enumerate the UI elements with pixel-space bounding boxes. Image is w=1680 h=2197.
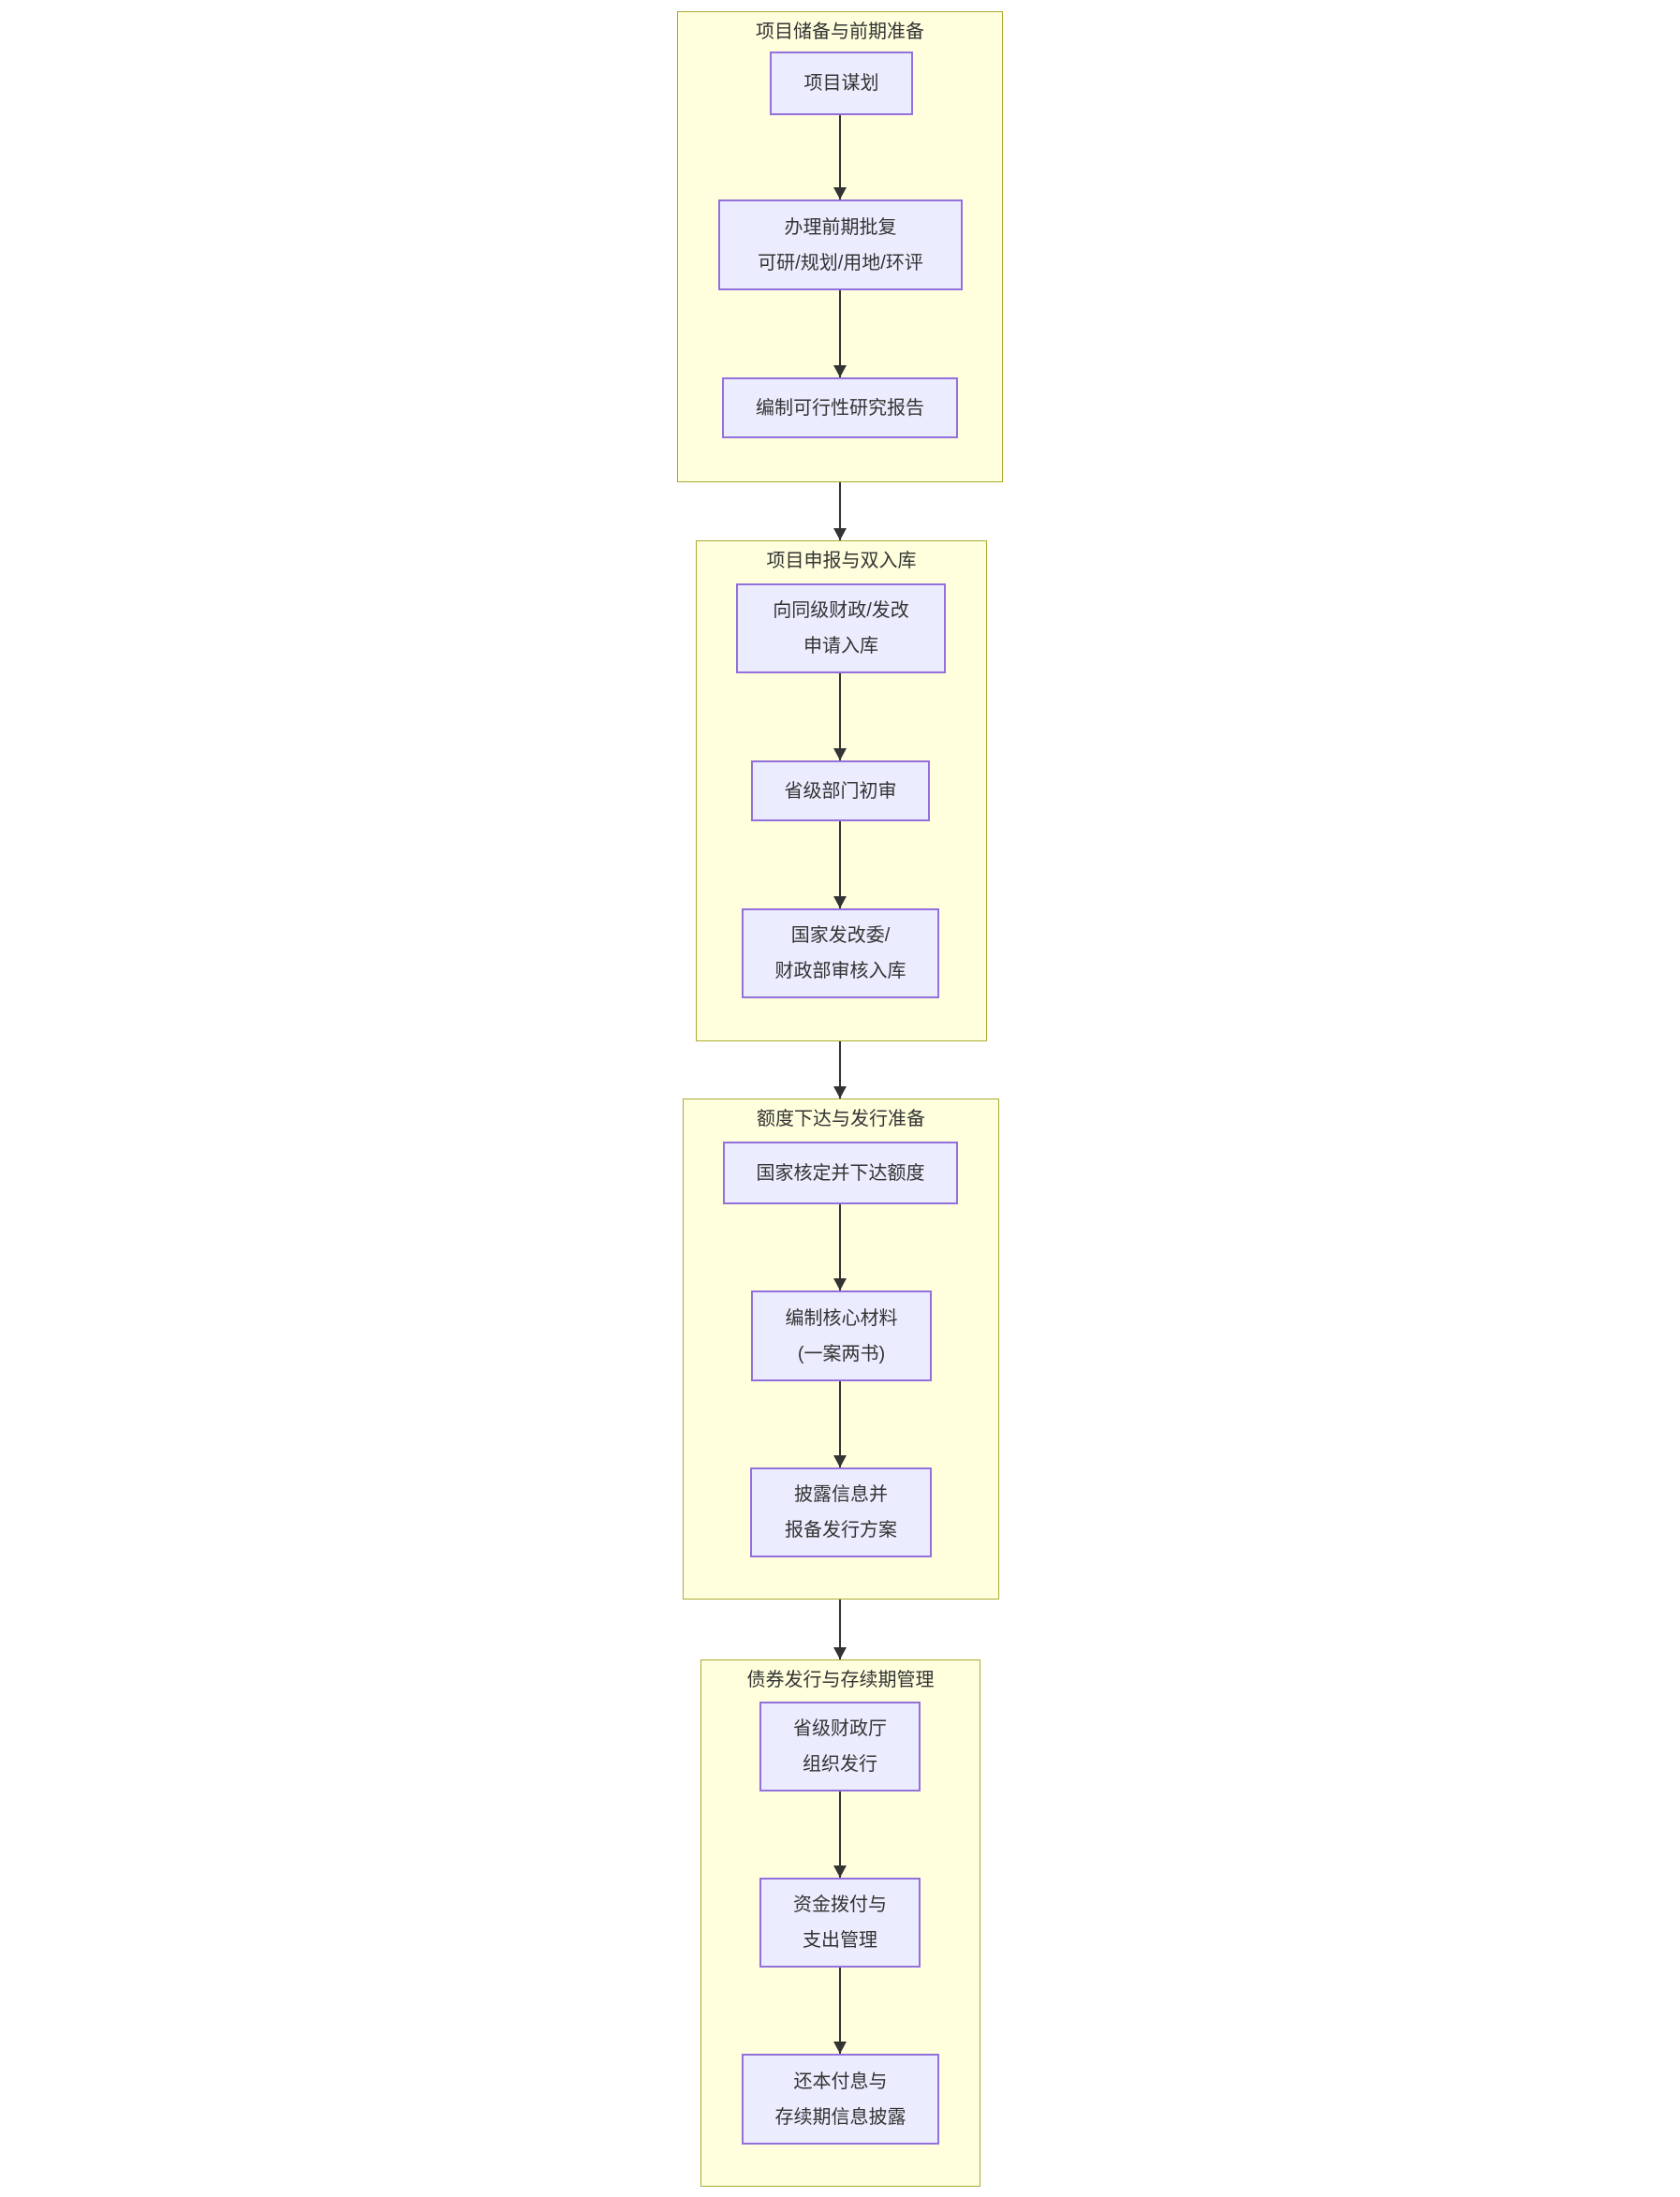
node-label-line: 项目谋划 [803, 73, 879, 94]
node-label-line: 申请入库 [803, 636, 878, 656]
flow-node-national-review: 国家发改委/ 财政部审核入库 [742, 908, 939, 998]
node-label-line: 财政部审核入库 [774, 961, 906, 981]
arrow-connector [833, 290, 847, 377]
node-label-line: 国家发改委/ [790, 925, 891, 946]
flow-node-provincial-review: 省级部门初审 [751, 760, 930, 821]
node-label-line: 办理前期批复 [784, 216, 897, 238]
flow-node-feasibility-report: 编制可行性研究报告 [722, 377, 958, 438]
node-label-line: (一案两书) [797, 1343, 886, 1364]
flow-node-project-planning: 项目谋划 [770, 52, 913, 115]
node-label-line: 编制核心材料 [785, 1307, 898, 1329]
node-label-line: 省级部门初审 [784, 780, 897, 802]
node-label-line: 披露信息并 [794, 1484, 888, 1505]
arrow-connector [833, 1381, 847, 1467]
flow-node-quota-issued: 国家核定并下达额度 [723, 1142, 958, 1204]
section-title: 项目储备与前期准备 [756, 22, 924, 42]
flow-node-preliminary-approvals: 办理前期批复 可研/规划/用地/环评 [718, 199, 963, 290]
arrow-connector-section [833, 1041, 847, 1098]
arrow-connector [833, 673, 847, 760]
node-label-line: 存续期信息披露 [774, 2106, 906, 2128]
node-label-line: 省级财政厅 [793, 1718, 887, 1739]
arrow-connector [833, 821, 847, 908]
flow-node-organize-issuance: 省级财政厅 组织发行 [759, 1702, 921, 1792]
flow-node-fund-allocation: 资金拨付与 支出管理 [759, 1878, 921, 1968]
arrow-connector [833, 1204, 847, 1290]
node-label-line: 支出管理 [803, 1930, 877, 1951]
flow-node-core-materials: 编制核心材料 (一案两书) [751, 1290, 932, 1381]
node-label-line: 可研/规划/用地/环评 [758, 252, 923, 273]
section-title: 额度下达与发行准备 [757, 1109, 925, 1129]
arrow-connector [833, 1968, 847, 2054]
node-label-line: 组织发行 [803, 1754, 877, 1775]
node-label-line: 编制可行性研究报告 [756, 397, 924, 419]
node-label-line: 资金拨付与 [793, 1895, 887, 1915]
flow-node-disclosure-filing: 披露信息并 报备发行方案 [750, 1467, 932, 1557]
arrow-connector [833, 1792, 847, 1878]
node-label-line: 报备发行方案 [785, 1520, 897, 1541]
flow-node-apply-to-library: 向同级财政/发改 申请入库 [736, 583, 946, 673]
flow-node-debt-service-disclosure: 还本付息与 存续期信息披露 [742, 2054, 939, 2145]
arrow-connector-section [833, 482, 847, 540]
section-title: 项目申报与双入库 [766, 551, 917, 571]
arrow-connector-section [833, 1600, 847, 1659]
node-label-line: 向同级财政/发改 [773, 600, 909, 621]
section-title: 债券发行与存续期管理 [746, 1670, 935, 1690]
node-label-line: 国家核定并下达额度 [756, 1162, 925, 1184]
arrow-connector [833, 115, 847, 199]
node-label-line: 还本付息与 [793, 2071, 888, 2092]
